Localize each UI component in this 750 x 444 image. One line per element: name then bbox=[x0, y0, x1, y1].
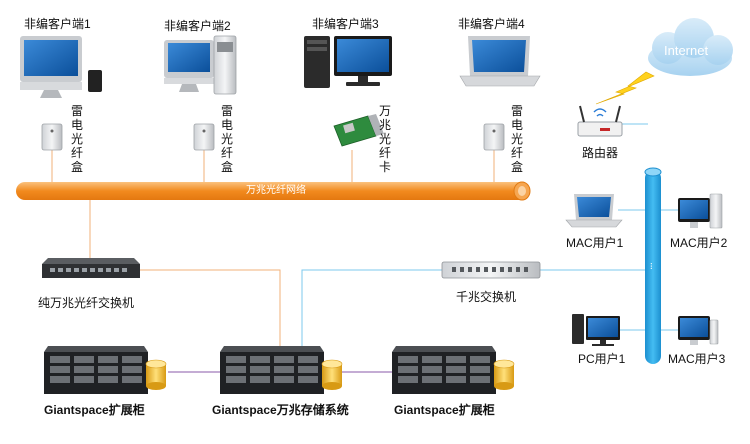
gigabit-switch-label: 千兆交换机 bbox=[456, 290, 517, 304]
thunderbolt-box-1-label: 雷电光纤盒 bbox=[70, 104, 83, 174]
thunderbolt-box-1-icon bbox=[41, 123, 63, 151]
connection-lines bbox=[51, 123, 680, 373]
storage-center-label: Giantspace万兆存储系统 bbox=[212, 403, 349, 417]
mac-user-3-computer-icon bbox=[678, 316, 719, 345]
client-4-label: 非编客户端4 bbox=[458, 17, 525, 31]
backbone-label: 万兆光纤网络 bbox=[246, 185, 306, 196]
client-3-label: 非编客户端3 bbox=[312, 17, 379, 31]
client-3-computer-icon bbox=[304, 36, 392, 88]
mac-user-2-computer-icon bbox=[678, 193, 723, 229]
internet-cloud-icon bbox=[648, 18, 733, 76]
mac-user-1-laptop-icon bbox=[565, 194, 623, 228]
storage-system-center-icon bbox=[220, 346, 324, 394]
gigabit-bus-pipe: ••• bbox=[644, 167, 662, 364]
thunderbolt-box-4-icon bbox=[483, 123, 505, 151]
thunderbolt-box-2-label: 雷电光纤盒 bbox=[220, 104, 233, 174]
client-2-label: 非编客户端2 bbox=[164, 19, 231, 33]
router-label: 路由器 bbox=[582, 146, 619, 160]
thunderbolt-box-2-icon bbox=[193, 123, 215, 151]
mac-user-2-label: MAC用户2 bbox=[670, 236, 728, 250]
fiber-card-icon bbox=[333, 114, 384, 147]
client-1-label: 非编客户端1 bbox=[24, 17, 91, 31]
storage-right-label: Giantspace扩展柜 bbox=[394, 403, 495, 417]
fiber-switch-icon bbox=[42, 258, 140, 278]
mac-user-1-label: MAC用户1 bbox=[566, 236, 624, 250]
fiber-backbone-pipe bbox=[16, 181, 531, 201]
storage-expansion-right-icon bbox=[392, 346, 496, 394]
client-2-computer-icon bbox=[164, 35, 237, 95]
svg-text:•••: ••• bbox=[649, 262, 654, 269]
gigabit-switch-icon bbox=[441, 261, 541, 279]
storage-expansion-left-icon bbox=[44, 346, 148, 394]
router-icon bbox=[577, 105, 623, 137]
disk-stack-left-icon bbox=[145, 359, 167, 390]
internet-label: Internet bbox=[664, 43, 709, 58]
fiber-card-label: 万兆光纤卡 bbox=[378, 104, 391, 174]
mac-user-3-label: MAC用户3 bbox=[668, 352, 726, 366]
disk-stack-right-icon bbox=[493, 359, 515, 390]
thunderbolt-box-4-label: 雷电光纤盒 bbox=[510, 104, 523, 174]
pc-user-1-computer-icon bbox=[572, 314, 620, 346]
storage-left-label: Giantspace扩展柜 bbox=[44, 403, 145, 417]
client-1-computer-icon bbox=[20, 36, 102, 98]
client-4-laptop-icon bbox=[459, 36, 541, 87]
lightning-icon bbox=[595, 71, 655, 105]
disk-stack-center-icon bbox=[321, 359, 343, 390]
fiber-switch-label: 纯万兆光纤交换机 bbox=[38, 296, 135, 310]
pc-user-1-label: PC用户1 bbox=[578, 352, 626, 366]
